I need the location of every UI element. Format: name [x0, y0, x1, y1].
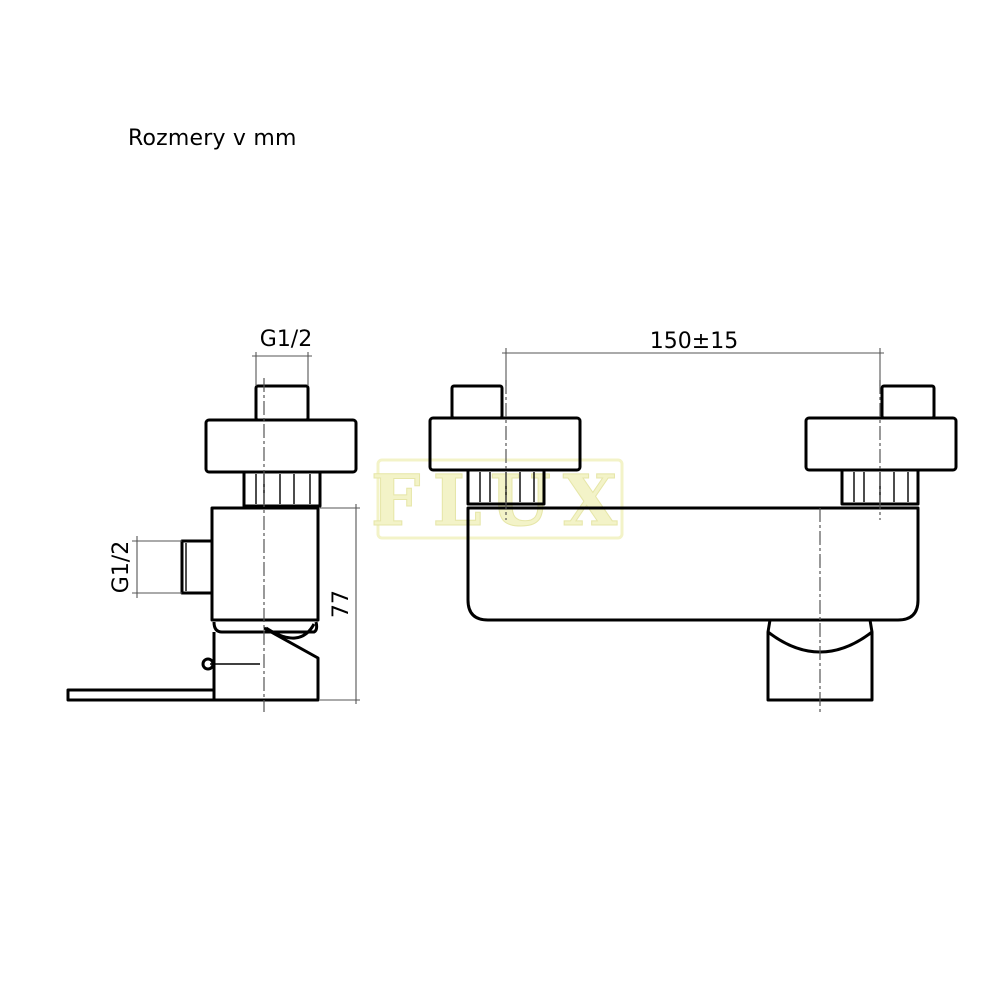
- front-body: [466, 506, 920, 622]
- side-nut: [242, 470, 322, 508]
- watermark-frame: [376, 458, 624, 540]
- side-body: [210, 506, 320, 622]
- dim-top-thread-label: G1/2: [260, 327, 312, 352]
- side-cartridge-top: [212, 621, 319, 634]
- front-right-flange: [804, 416, 958, 472]
- side-lever-body: [212, 626, 320, 702]
- dim-height-label: 77: [329, 590, 354, 618]
- side-lever-handle: [66, 688, 214, 702]
- front-view: 150±15: [428, 329, 958, 712]
- dim-spacing-label: 150±15: [650, 329, 738, 354]
- watermark-text: FLUX: [371, 459, 629, 542]
- watermark: FLUX: [370, 458, 629, 543]
- page-title: Rozmery v mm: [128, 126, 297, 151]
- front-left-connector: [450, 384, 504, 420]
- dim-inlet-thread-label: G1/2: [109, 541, 134, 593]
- front-right-connector: [880, 384, 936, 420]
- side-inlet: [180, 539, 214, 595]
- side-flange: [204, 418, 358, 474]
- side-view: G1/2 G1/2 77: [66, 327, 360, 712]
